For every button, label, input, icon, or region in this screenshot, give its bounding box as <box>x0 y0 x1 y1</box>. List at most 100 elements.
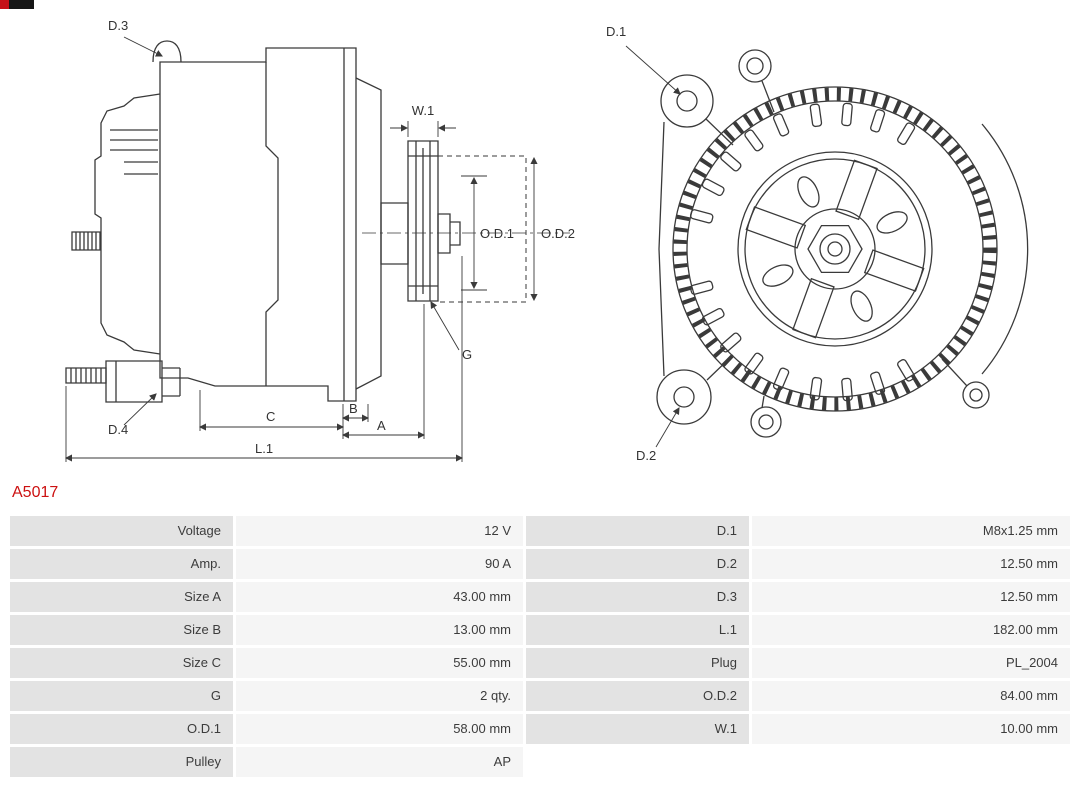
spec-value: 12.50 mm <box>752 549 1070 579</box>
lug-neck-top <box>761 80 775 113</box>
pulley-rim-inner <box>744 158 926 340</box>
spec-value: 10.00 mm <box>752 714 1070 744</box>
spec-label <box>526 747 749 777</box>
w1-extension-lines <box>407 121 439 137</box>
spec-label: Amp. <box>10 549 233 579</box>
main-body-outline <box>159 47 357 402</box>
front-bracket-face <box>355 77 382 390</box>
left-body-edge <box>658 121 665 377</box>
dim-label-w1: W.1 <box>412 103 434 118</box>
dim-label-b: B <box>349 401 358 416</box>
vent-slots <box>689 102 916 402</box>
spec-label: W.1 <box>526 714 749 744</box>
housing-fin-teeth <box>673 87 997 411</box>
spec-label: Pulley <box>10 747 233 777</box>
spec-label: O.D.1 <box>10 714 233 744</box>
hub-circle <box>794 208 876 290</box>
spec-label: L.1 <box>526 615 749 645</box>
spec-label: G <box>10 681 233 711</box>
dim-label-l1: L.1 <box>255 441 273 456</box>
shaft-end-circle <box>819 233 851 265</box>
spec-label: Size C <box>10 648 233 678</box>
front-leader-lines <box>625 45 681 448</box>
spec-value: PL_2004 <box>752 648 1070 678</box>
od1-ticks <box>461 175 487 291</box>
rear-cover-ribs <box>110 129 158 175</box>
mounting-ear-topleft <box>660 74 714 128</box>
spec-value <box>752 747 1070 777</box>
spec-value: 84.00 mm <box>752 681 1070 711</box>
spec-value: 90 A <box>236 549 523 579</box>
lug-neck-right <box>941 358 968 387</box>
terminal-stud <box>71 231 101 251</box>
dim-label-d1: D.1 <box>606 24 626 39</box>
mounting-lug-bottom <box>750 406 782 438</box>
pulley-spokes <box>745 159 925 339</box>
housing-outer-ring <box>672 86 998 412</box>
spec-label: Plug <box>526 648 749 678</box>
mounting-lug-bottom <box>105 360 181 403</box>
mounting-hole-d1 <box>676 90 698 112</box>
g-leader <box>430 301 460 351</box>
spec-label: Size A <box>10 582 233 612</box>
lug-neck-bottom <box>761 395 765 409</box>
dim-label-od1: O.D.1 <box>480 226 514 241</box>
spec-value: M8x1.25 mm <box>752 516 1070 546</box>
mounting-hole-d2 <box>673 386 695 408</box>
housing-inner-ring <box>686 100 984 398</box>
spec-value: 13.00 mm <box>236 615 523 645</box>
spec-value: 12 V <box>236 516 523 546</box>
mounting-hole-top <box>746 57 764 75</box>
pulley-section <box>407 140 439 302</box>
part-number: A5017 <box>12 484 59 501</box>
spec-label: D.1 <box>526 516 749 546</box>
dim-label-g: G <box>462 347 472 362</box>
spec-label: D.2 <box>526 549 749 579</box>
mounting-lug-top <box>152 40 182 63</box>
spec-value: AP <box>236 747 523 777</box>
dim-label-a: A <box>377 418 386 433</box>
dim-label-d4: D.4 <box>108 422 128 437</box>
shaft-nut <box>437 213 461 254</box>
spec-label: Voltage <box>10 516 233 546</box>
front-view-drawing: D.1 D.2 <box>606 24 1029 463</box>
spec-value: 55.00 mm <box>236 648 523 678</box>
alternator-side-outline <box>65 40 461 403</box>
body-break-line <box>265 62 279 386</box>
d2-leader <box>655 407 680 448</box>
mounting-lug-right <box>962 381 990 409</box>
mounting-lug-top <box>738 49 772 83</box>
spec-value: 182.00 mm <box>752 615 1070 645</box>
as-logo-fragment <box>0 0 34 9</box>
dim-label-c: C <box>266 409 275 424</box>
d3-leader <box>123 36 163 57</box>
spec-value: 58.00 mm <box>236 714 523 744</box>
rear-cover-outline <box>94 93 161 355</box>
rear-bracket-bulge <box>981 123 1029 375</box>
spec-label: O.D.2 <box>526 681 749 711</box>
mounting-stud <box>65 367 107 384</box>
spec-value: 12.50 mm <box>752 582 1070 612</box>
mounting-hole-bottom <box>758 414 774 430</box>
pulley-windows <box>762 176 908 322</box>
mounting-ear-bottomleft <box>656 369 712 425</box>
spec-label: D.3 <box>526 582 749 612</box>
shaft-nut-hex <box>807 224 863 274</box>
dim-label-od2: O.D.2 <box>541 226 575 241</box>
side-dimension-lines <box>64 36 538 462</box>
ear-neck-bottomleft <box>706 354 734 381</box>
pulley-rim-outer <box>737 151 933 347</box>
mounting-hole-right <box>969 388 983 402</box>
ear-neck-topleft <box>705 118 734 146</box>
spec-value: 2 qty. <box>236 681 523 711</box>
spec-label: Size B <box>10 615 233 645</box>
